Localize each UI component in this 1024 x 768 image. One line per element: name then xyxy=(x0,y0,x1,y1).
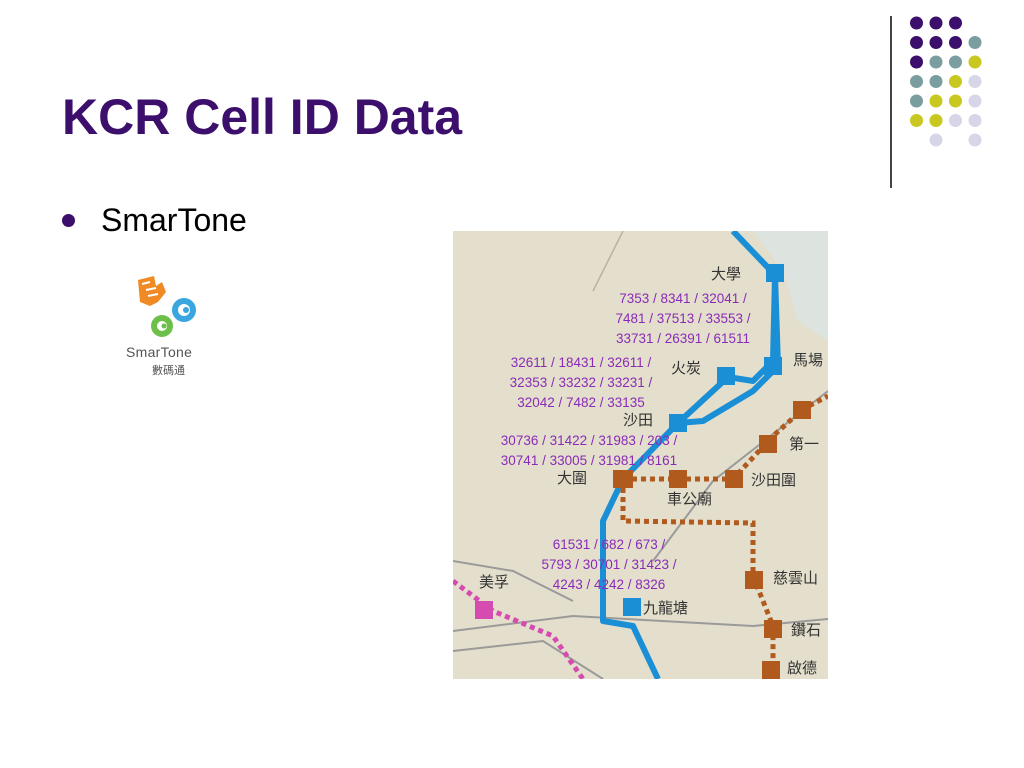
station-label: 美孚 xyxy=(479,573,510,591)
bullet-item: SmarTone xyxy=(62,202,247,239)
station-label: 火炭 xyxy=(671,359,702,377)
station-label: 馬場 xyxy=(793,351,824,369)
station-label: 大學 xyxy=(711,265,742,283)
station-label: 大圍 xyxy=(557,469,588,487)
bullet-text: SmarTone xyxy=(101,202,247,238)
decorative-dot xyxy=(949,16,962,30)
smartone-logo: SmarTone 數碼通 xyxy=(110,272,232,388)
cell-id-line: 30741 / 33005 / 31981 / 8161 xyxy=(500,453,678,468)
decorative-dot xyxy=(910,16,923,30)
station-label: 慈雲山 xyxy=(773,569,819,587)
decorative-dot xyxy=(929,114,943,127)
cell-id-line: 32611 / 18431 / 32611 / xyxy=(510,355,652,370)
decorative-dot xyxy=(949,36,962,49)
decorative-dot xyxy=(929,75,943,88)
decorative-dot xyxy=(968,36,982,49)
cell-id-group: 7353 / 8341 / 32041 / 7481 / 37513 / 335… xyxy=(591,289,775,349)
decorative-dot xyxy=(929,133,943,147)
decorative-dot xyxy=(910,75,923,88)
decorative-dot xyxy=(968,55,982,69)
decorative-dot xyxy=(910,94,923,108)
smartone-logo-icon xyxy=(138,276,196,337)
decorative-dot xyxy=(968,114,982,127)
station-label: 沙田 xyxy=(623,411,654,429)
decorative-dot xyxy=(910,36,923,49)
cell-id-line: 61531 / 682 / 673 / xyxy=(552,537,666,552)
decorative-dot xyxy=(949,75,962,88)
station-label: 沙田圍 xyxy=(751,471,797,489)
decorative-dot xyxy=(929,36,943,49)
cell-id-line: 7353 / 8341 / 32041 / xyxy=(619,291,747,306)
cell-id-group: 30736 / 31422 / 31983 / 203 / 30741 / 33… xyxy=(471,431,707,471)
bullet-dot-icon xyxy=(62,214,75,227)
decorative-dot xyxy=(910,114,923,127)
cell-id-line: 33731 / 26391 / 61511 xyxy=(615,331,751,346)
decorative-dot xyxy=(910,55,923,69)
cell-id-group: 32611 / 18431 / 32611 / 32353 / 33232 / … xyxy=(491,353,671,413)
station-label: 鑽石 xyxy=(791,621,822,639)
logo-subtitle: 數碼通 xyxy=(152,364,185,377)
cell-id-line: 4243 / 4242 / 8326 xyxy=(552,577,666,592)
decorative-dot xyxy=(929,55,943,69)
decorative-divider xyxy=(890,16,892,188)
decorative-dot xyxy=(968,133,982,147)
station-label: 九龍塘 xyxy=(643,599,689,617)
station-label: 啟德 xyxy=(787,659,818,677)
cell-id-line: 7481 / 37513 / 33553 / xyxy=(615,311,751,326)
decorative-dot xyxy=(968,75,982,88)
kcr-route-map: 大學 火炭 馬場 沙田 大圍 車公廟 沙田圍 第一 美孚 九龍塘 慈雲山 鑽石 … xyxy=(453,231,828,679)
decorative-dot xyxy=(929,94,943,108)
slide-title: KCR Cell ID Data xyxy=(62,89,463,145)
cell-id-line: 32353 / 33232 / 33231 / xyxy=(509,375,653,390)
station-marker xyxy=(766,264,784,282)
map-lines xyxy=(453,231,828,679)
cell-id-line: 5793 / 30701 / 31423 / xyxy=(541,557,677,572)
station-label: 車公廟 xyxy=(667,490,713,508)
logo-name: SmarTone xyxy=(126,344,193,360)
decorative-dot xyxy=(949,114,962,127)
decorative-dot xyxy=(929,16,943,30)
decorative-dot xyxy=(949,55,962,69)
cell-id-line: 32042 / 7482 / 33135 xyxy=(517,395,645,410)
station-label: 第一 xyxy=(789,435,820,453)
cell-id-line: 30736 / 31422 / 31983 / 203 / xyxy=(500,433,678,448)
cell-id-group: 61531 / 682 / 673 / 5793 / 30701 / 31423… xyxy=(521,535,697,595)
decorative-dot xyxy=(949,94,962,108)
decorative-dot xyxy=(968,94,982,108)
